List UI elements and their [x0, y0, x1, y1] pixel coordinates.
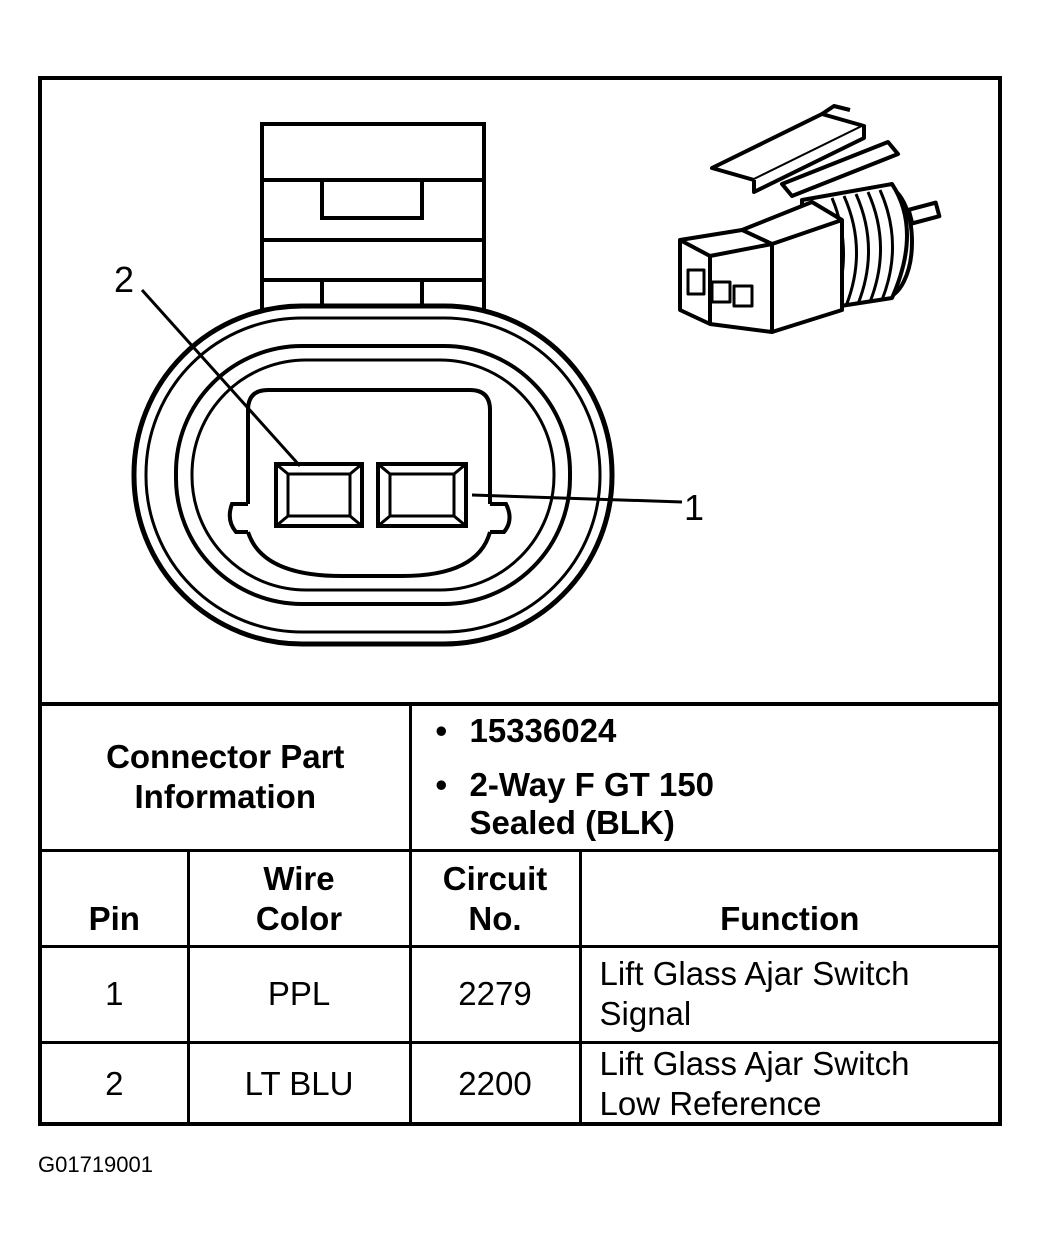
leader-line-pin1 [471, 493, 683, 504]
header-pin: Pin [42, 848, 190, 948]
table-row: 1 PPL 2279 Lift Glass Ajar Switch Signal [42, 944, 998, 1044]
table-header-row: Pin Wire Color Circuit No. Function [42, 848, 998, 948]
connector-info-list: • 15336024 • 2-Way F GT 150 Sealed (BLK) [408, 702, 998, 852]
connector-info-label-line2: Information [134, 778, 316, 816]
bullet-icon: • [435, 712, 448, 750]
header-function: Function [578, 848, 998, 948]
connector-info-label-line1: Connector Part [106, 738, 345, 776]
connector-face-view [131, 122, 683, 647]
header-wire-color: Wire Color [186, 848, 412, 948]
pin-label-1: 1 [684, 487, 704, 528]
cell-function: Lift Glass Ajar Switch Signal [578, 944, 998, 1044]
cell-wire-color: LT BLU [186, 1040, 412, 1124]
latch-tab [260, 122, 486, 326]
cell-function: Lift Glass Ajar Switch Low Reference [578, 1040, 998, 1124]
connector-pin-table: Connector Part Information • 15336024 • … [42, 702, 998, 1124]
cell-circuit: 2200 [408, 1040, 582, 1124]
cell-circuit: 2279 [408, 944, 582, 1044]
pin-label-2: 2 [114, 259, 134, 300]
cell-wire-color: PPL [186, 944, 412, 1044]
connector-info-item: • 15336024 [435, 712, 617, 750]
leader-line-pin2 [140, 288, 302, 468]
figure-id: G01719001 [38, 1152, 153, 1177]
pin-cavity-2 [274, 462, 364, 528]
connector-info-row: Connector Part Information • 15336024 • … [42, 702, 998, 852]
cell-pin: 1 [42, 944, 190, 1044]
connector-info-label: Connector Part Information [42, 702, 412, 852]
bullet-icon: • [435, 766, 448, 804]
table-row: 2 LT BLU 2200 Lift Glass Ajar Switch Low… [42, 1040, 998, 1124]
connector-diagram: 2 1 [114, 104, 942, 647]
connector-info-item: • 2-Way F GT 150 Sealed (BLK) [435, 766, 715, 842]
cell-pin: 2 [42, 1040, 190, 1124]
connector-isometric-view [678, 104, 942, 334]
pin-cavity-1 [376, 462, 468, 528]
header-circuit-no: Circuit No. [408, 848, 582, 948]
figure-frame: 2 1 [38, 76, 1002, 1126]
connector-body [131, 303, 615, 647]
